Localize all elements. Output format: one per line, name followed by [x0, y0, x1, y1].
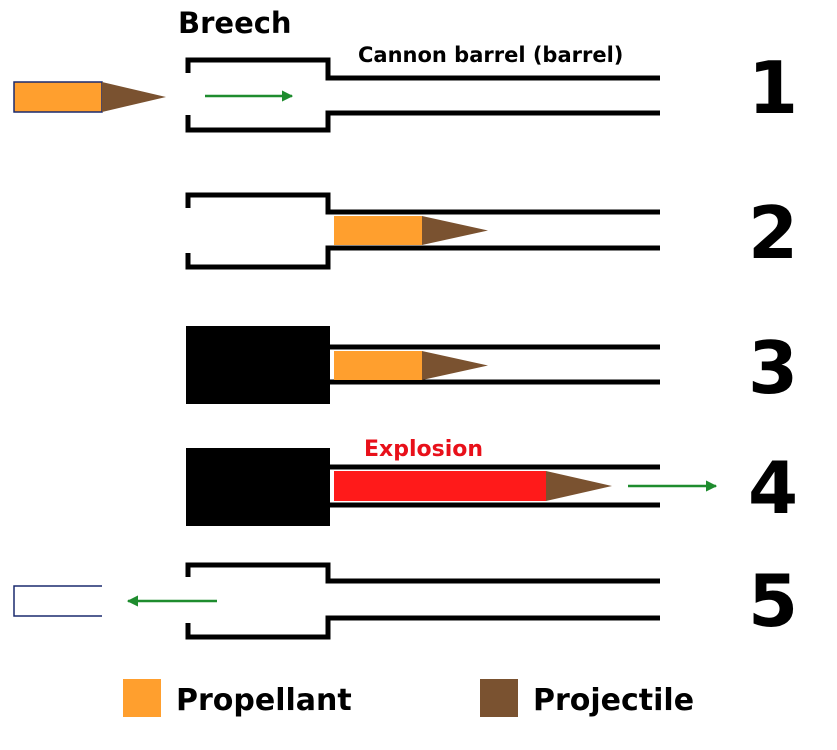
legend-propellant-swatch [123, 679, 161, 717]
breech-open-outline [185, 562, 660, 640]
legend-propellant-label: Propellant [176, 683, 352, 718]
barrel-label: Cannon barrel (barrel) [358, 43, 623, 67]
step-number: 5 [748, 559, 798, 643]
step-3: 3 [186, 326, 798, 410]
breech-label: Breech [178, 6, 292, 40]
explosion-label: Explosion [364, 437, 483, 462]
propellant-charge [13, 81, 103, 113]
step-5: 5 [13, 559, 798, 643]
empty-casing [13, 585, 102, 617]
step-number: 2 [748, 191, 798, 275]
breech-closed-block [186, 326, 330, 404]
breech-closed-block [186, 448, 330, 526]
legend-projectile-label: Projectile [533, 683, 694, 718]
breech-open-outline [185, 192, 660, 270]
step-number: 4 [748, 446, 798, 530]
breech-open-outline [185, 57, 660, 133]
step-number: 3 [748, 326, 798, 410]
projectile [422, 216, 488, 245]
explosion-gas [334, 471, 546, 501]
projectile [546, 471, 612, 501]
projectile [422, 351, 488, 380]
step-4: Explosion 4 [186, 437, 798, 530]
barrel-outline [328, 464, 660, 508]
propellant-charge [334, 216, 422, 245]
legend-projectile-swatch [480, 679, 518, 717]
projectile [102, 82, 166, 112]
propellant-charge [334, 351, 422, 380]
barrel-outline [328, 344, 660, 385]
step-2: 2 [185, 191, 798, 275]
step-1: 1 [13, 46, 798, 133]
step-number: 1 [748, 46, 798, 130]
legend: Propellant Projectile [123, 679, 694, 718]
